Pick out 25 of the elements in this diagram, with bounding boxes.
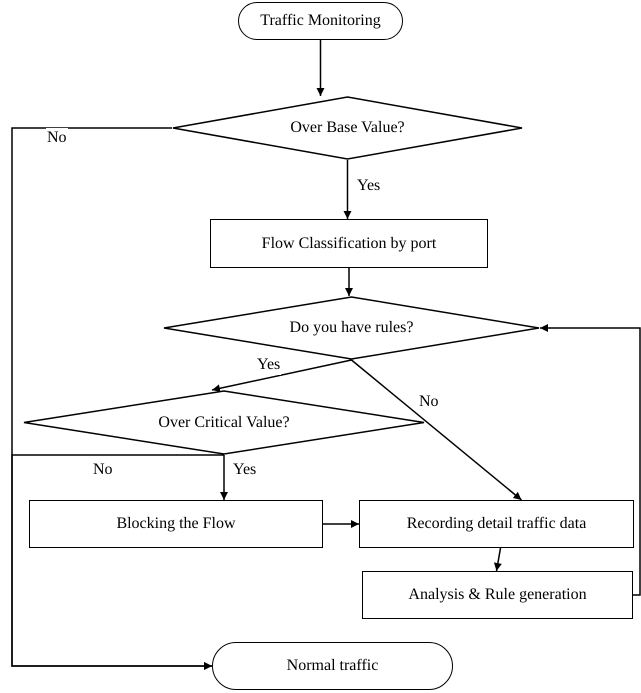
arrow (351, 359, 522, 501)
node-text: Do you have rules? (290, 318, 414, 338)
node-text: Blocking the Flow (116, 514, 236, 534)
process-box (29, 500, 323, 548)
node-text: Analysis & Rule generation (408, 585, 587, 605)
node-text: Flow Classification by port (262, 234, 436, 254)
process-box (359, 500, 634, 548)
arrow (316, 40, 324, 96)
arrow (212, 359, 352, 392)
process-box (210, 219, 488, 268)
arrow (11, 454, 224, 670)
arrow (220, 455, 228, 500)
arrow (494, 548, 502, 572)
process-box (362, 571, 633, 619)
node-text: Traffic Monitoring (260, 11, 381, 31)
node-text: Over Base Value? (290, 118, 405, 138)
decision-diamond (172, 96, 523, 160)
node-text: Over Critical Value? (158, 412, 290, 432)
node-text: Recording detail traffic data (406, 514, 586, 534)
arrow (345, 268, 353, 296)
arrow (323, 520, 359, 528)
arrow (344, 160, 352, 219)
arrow (540, 324, 641, 596)
decision-diamond (163, 296, 540, 360)
node-text: Normal traffic (286, 656, 378, 676)
